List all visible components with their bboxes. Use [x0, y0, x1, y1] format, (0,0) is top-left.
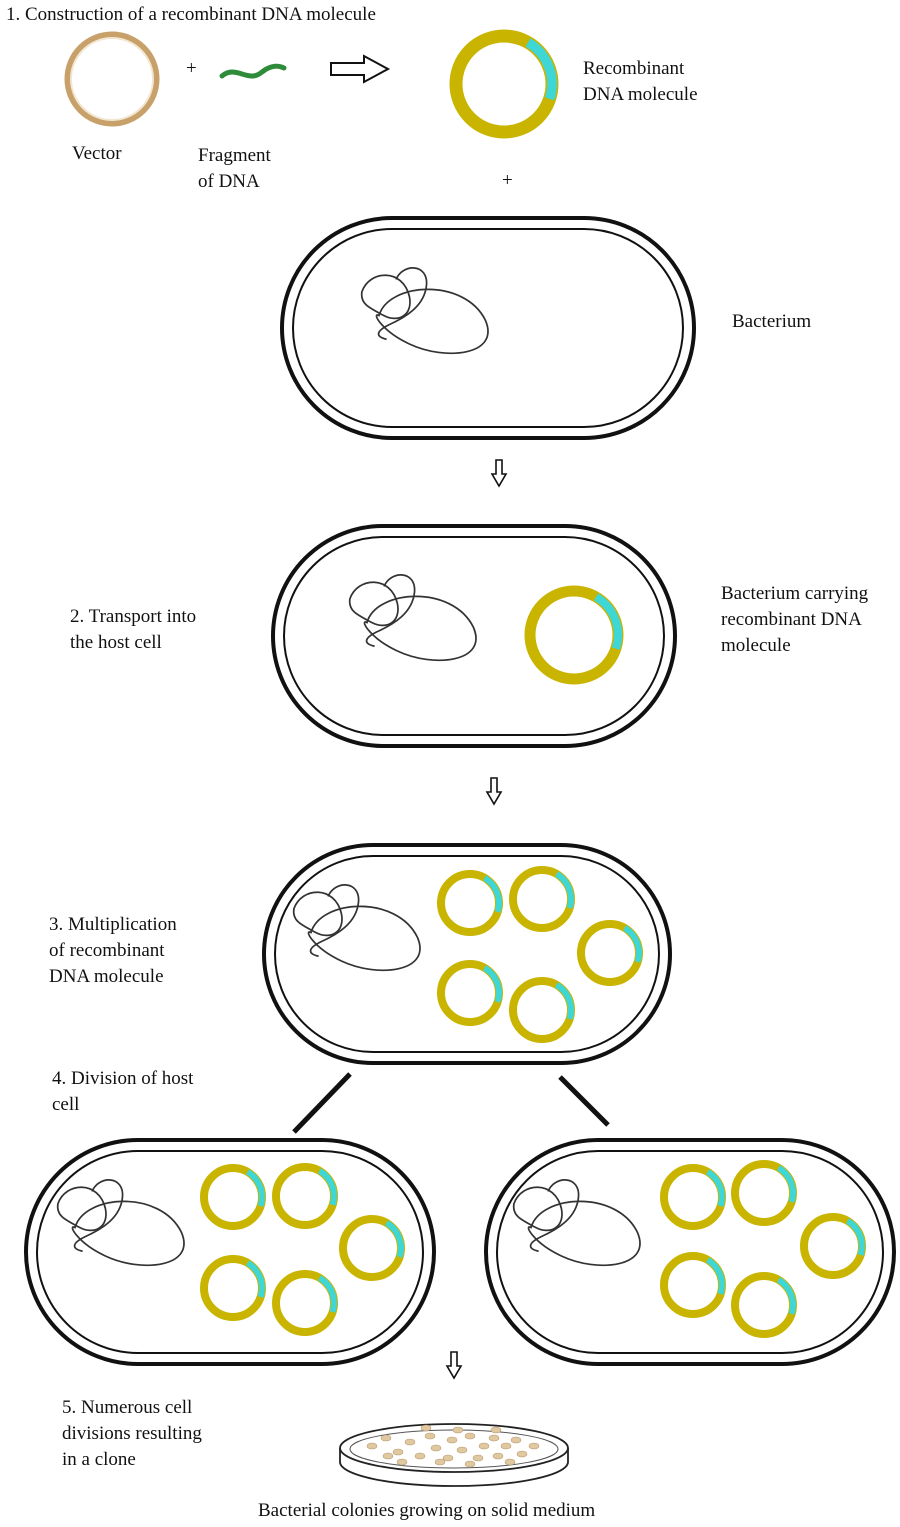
recombinant-label: Recombinant DNA molecule [583, 56, 698, 108]
petri-dish [340, 1424, 568, 1486]
bacterial-colony [453, 1427, 463, 1433]
bacterial-colony [381, 1435, 391, 1441]
dna-fragment [222, 66, 284, 76]
bacterial-colony [457, 1447, 467, 1453]
division-line-right [560, 1077, 608, 1125]
bacterial-colony [473, 1455, 483, 1461]
vector-label: Vector [72, 141, 122, 167]
cell-outer-wall [486, 1140, 894, 1364]
plus-sign-2: + [502, 168, 513, 194]
vector-plasmid [68, 35, 156, 123]
step3-label: 3. Multiplication of recombinant DNA mol… [49, 912, 177, 990]
bacterial-colony [465, 1461, 475, 1467]
down-arrow-2 [487, 778, 501, 804]
step5-label: 5. Numerous cell divisions resulting in … [62, 1395, 202, 1473]
colonies-label: Bacterial colonies growing on solid medi… [258, 1498, 595, 1524]
bacterium-label: Bacterium [732, 309, 811, 335]
bacterial-colony [393, 1449, 403, 1455]
carrying-label: Bacterium carrying recombinant DNA molec… [721, 581, 868, 659]
bacterial-colony [421, 1425, 431, 1431]
bacterial-colony [383, 1453, 393, 1459]
vector-plasmid-inner [71, 38, 153, 120]
bacterial-colony [501, 1443, 511, 1449]
bacterial-colony [405, 1439, 415, 1445]
bacterial-colony [397, 1459, 407, 1465]
bacterial-colony [517, 1451, 527, 1457]
bacterial-colony [491, 1427, 501, 1433]
bacterial-colony [505, 1459, 515, 1465]
daughter-cell-left [26, 1140, 434, 1364]
bacterial-colony [493, 1453, 503, 1459]
bacterial-colony [479, 1443, 489, 1449]
bacterial-colony [447, 1437, 457, 1443]
recombinant-plasmid [456, 36, 552, 132]
step1-title: 1. Construction of a recombinant DNA mol… [6, 2, 376, 28]
bacterial-colony [431, 1445, 441, 1451]
right-arrow [331, 56, 388, 82]
bacterial-colony [415, 1453, 425, 1459]
step2-label: 2. Transport into the host cell [70, 604, 196, 656]
division-line-left [294, 1074, 350, 1132]
cell-outer-wall [26, 1140, 434, 1364]
bacterial-colony [511, 1437, 521, 1443]
plus-sign-1: + [186, 56, 197, 82]
bacterial-colony [489, 1435, 499, 1441]
down-arrow-1 [492, 460, 506, 486]
down-arrow-3 [447, 1352, 461, 1378]
daughter-cell-right [486, 1140, 894, 1364]
bacterial-colony [529, 1443, 539, 1449]
fragment-label: Fragment of DNA [198, 143, 271, 195]
bacterial-colony [425, 1433, 435, 1439]
step4-label: 4. Division of host cell [52, 1066, 193, 1118]
bacterial-colony [435, 1459, 445, 1465]
bacterial-colony [367, 1443, 377, 1449]
bacterial-colony [465, 1433, 475, 1439]
